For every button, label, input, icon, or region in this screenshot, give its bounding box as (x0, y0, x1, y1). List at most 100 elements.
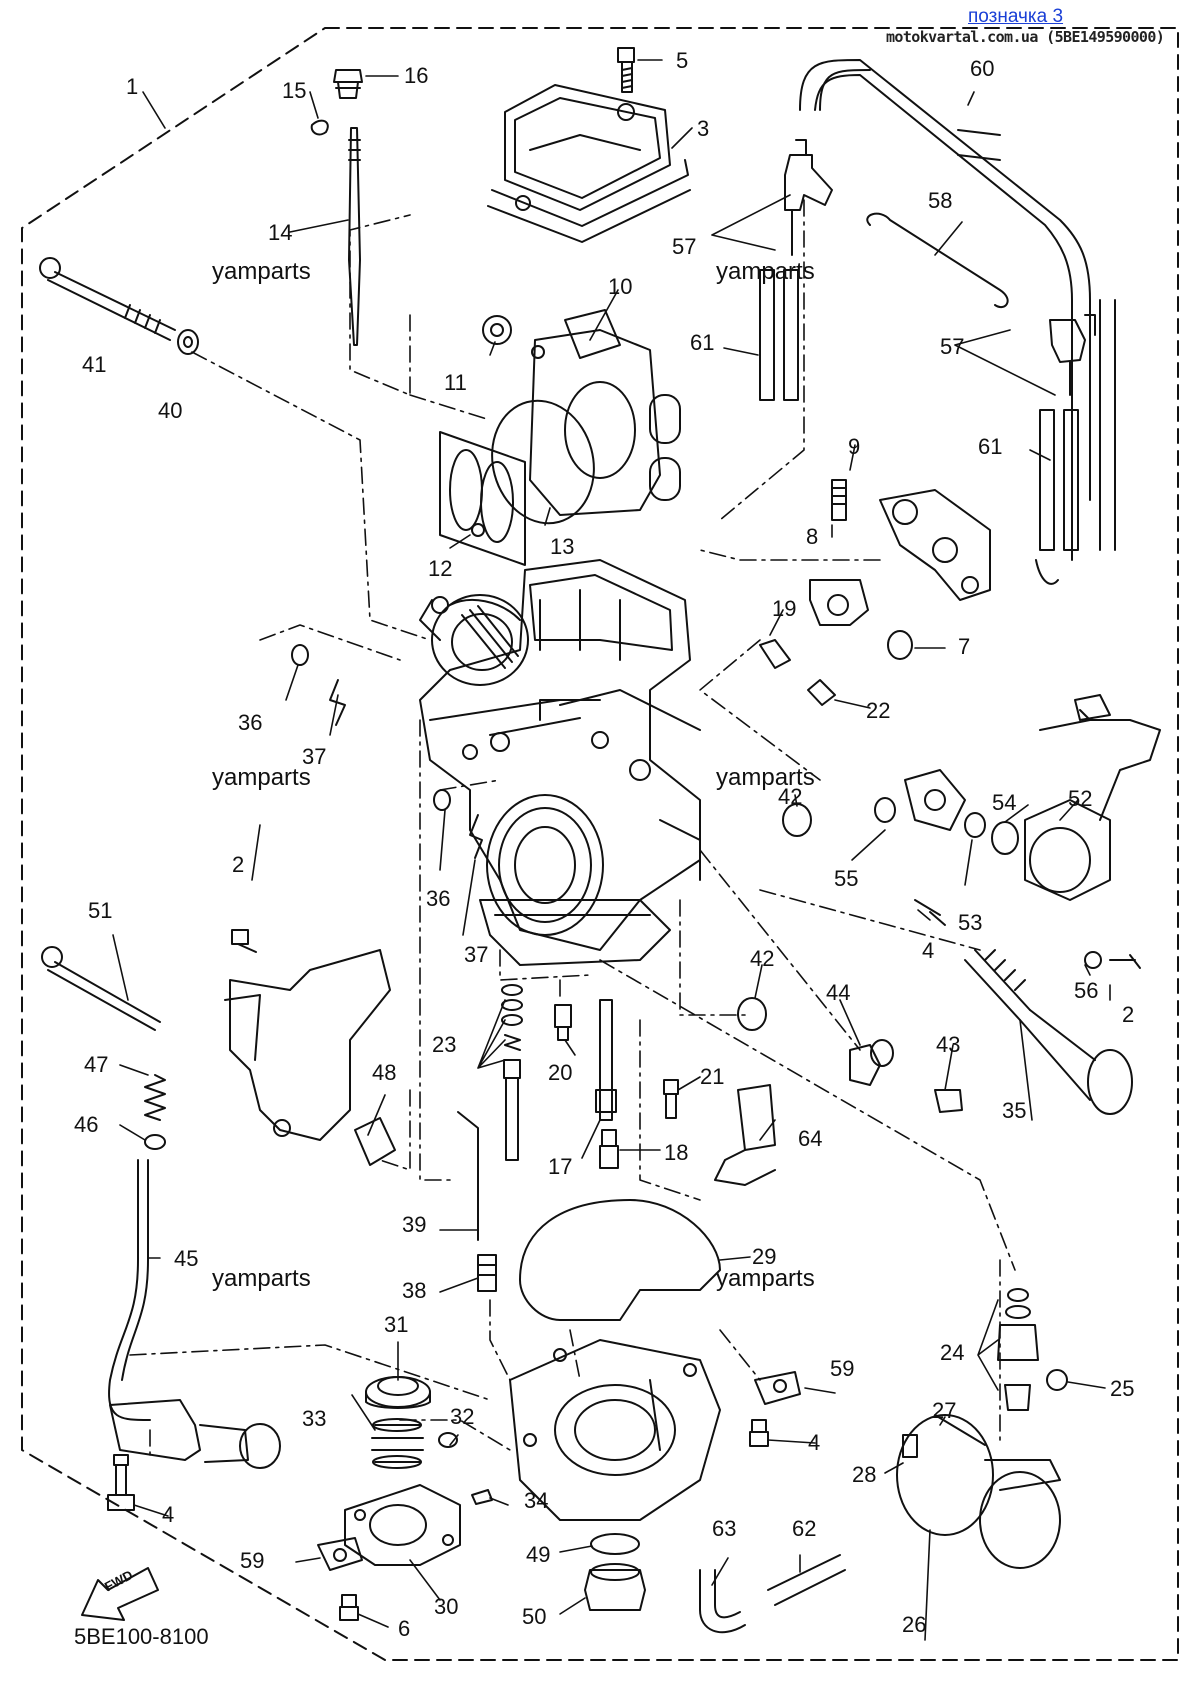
callout-51: 51 (88, 898, 113, 923)
callout-12: 12 (428, 556, 453, 581)
callout-42a: 42 (778, 784, 803, 809)
source-caption: motokvartal.com.ua (5BE149590000) (886, 28, 1165, 46)
watermark: yamparts (716, 764, 815, 791)
part-screw-4-right (914, 899, 946, 926)
throttle-drum (419, 594, 529, 686)
part-screw-28 (902, 1434, 918, 1458)
leader-lines (112, 59, 1111, 1641)
part-gasket-29 (519, 1199, 721, 1321)
watermark: yamparts (212, 764, 311, 791)
part-hose-63 (699, 1569, 746, 1634)
watermark: yamparts (212, 258, 311, 285)
callout-50: 50 (522, 1604, 547, 1629)
callout-23: 23 (432, 1032, 457, 1057)
assembly-boundary (21, 27, 1179, 1661)
part-top-cover (487, 84, 691, 243)
diagram-reference-code: 5BE100-8100 (74, 1624, 209, 1649)
part-screw-22 (807, 679, 836, 706)
part-jet-18 (599, 1129, 619, 1169)
callout-56: 56 (1074, 978, 1099, 1003)
part-float-bowl-30 (509, 1339, 721, 1521)
part-hose-58 (866, 212, 1009, 309)
reference-lines (129, 199, 1016, 1456)
callout-49: 49 (526, 1542, 551, 1567)
callout-17: 17 (548, 1154, 573, 1179)
callout-44: 44 (826, 980, 851, 1005)
callout-57b: 57 (940, 334, 965, 359)
part-screw-4-left (107, 1454, 135, 1511)
callout-13: 13 (550, 534, 575, 559)
part-hose-60 (799, 59, 1116, 585)
part-bracket-8 (809, 579, 869, 626)
callout-40: 40 (158, 398, 183, 423)
part-screw-2-left (231, 929, 257, 953)
part-seal-11 (482, 315, 512, 345)
callout-22: 22 (866, 698, 891, 723)
callout-29: 29 (752, 1244, 777, 1269)
part-plate-12 (439, 431, 526, 566)
part-starter-plunger-35 (964, 949, 1133, 1115)
callout-37a: 37 (302, 744, 327, 769)
part-washer-40 (177, 329, 199, 355)
callout-4c: 4 (162, 1502, 175, 1527)
watermark: yamparts (212, 1265, 311, 1292)
part-screw-34 (471, 1489, 493, 1505)
callout-21: 21 (700, 1064, 725, 1089)
part-pilot-screw-38 (477, 1254, 497, 1292)
callout-4a: 4 (922, 938, 935, 963)
callout-14: 14 (268, 220, 293, 245)
part-gasket-13 (491, 399, 595, 525)
part-oring-49 (590, 1533, 640, 1555)
callout-55: 55 (834, 866, 859, 891)
callout-36b: 36 (426, 886, 451, 911)
part-jet-needle-14 (348, 127, 361, 346)
part-hose-62 (767, 1554, 846, 1606)
part-cover-30 (344, 1484, 461, 1566)
part-screw-25 (1046, 1369, 1068, 1391)
callout-41: 41 (82, 352, 107, 377)
callout-20: 20 (548, 1060, 573, 1085)
callout-6: 6 (398, 1616, 411, 1641)
callout-61b: 61 (978, 434, 1003, 459)
callout-16: 16 (404, 63, 429, 88)
callout-15: 15 (282, 78, 307, 103)
part-long-bolt-41 (39, 257, 176, 341)
part-clip-15 (310, 119, 329, 136)
callout-11: 11 (444, 370, 467, 395)
part-lever-44-43 (849, 1039, 963, 1113)
fwd-arrow-icon (81, 1567, 159, 1621)
part-screw-4-bowl (749, 1419, 769, 1447)
callout-33: 33 (302, 1406, 327, 1431)
part-drain-plug-50 (584, 1563, 646, 1611)
callout-45: 45 (174, 1246, 199, 1271)
callout-9: 9 (848, 434, 861, 459)
callout-5: 5 (676, 48, 689, 73)
callout-1: 1 (126, 74, 139, 99)
part-ring-7 (887, 630, 913, 660)
part-screw-56-2 (1084, 951, 1141, 969)
callout-2a: 2 (232, 852, 245, 877)
carburetor-body (419, 559, 701, 966)
callout-58: 58 (928, 188, 953, 213)
callout-31: 31 (384, 1312, 409, 1337)
callout-3: 3 (697, 116, 710, 141)
callout-32: 32 (450, 1404, 475, 1429)
part-float-26 (896, 1414, 1061, 1569)
callout-53: 53 (958, 910, 983, 935)
part-jet-20 (554, 1004, 572, 1041)
callout-39: 39 (402, 1212, 427, 1237)
part-cap-16 (333, 69, 363, 99)
part-plate-59-right (754, 1371, 801, 1405)
part-screw-19 (759, 639, 791, 669)
part-jet-17 (595, 999, 617, 1121)
callout-18: 18 (664, 1140, 689, 1165)
part-needle-valve-24 (997, 1288, 1039, 1411)
callout-57a: 57 (672, 234, 697, 259)
callout-54: 54 (992, 790, 1017, 815)
part-oring-32 (438, 1432, 458, 1448)
callout-25: 25 (1110, 1376, 1135, 1401)
diagram-tag-link[interactable]: позначка 3 (968, 6, 1064, 27)
callout-47: 47 (84, 1052, 109, 1077)
callout-43: 43 (936, 1032, 961, 1057)
